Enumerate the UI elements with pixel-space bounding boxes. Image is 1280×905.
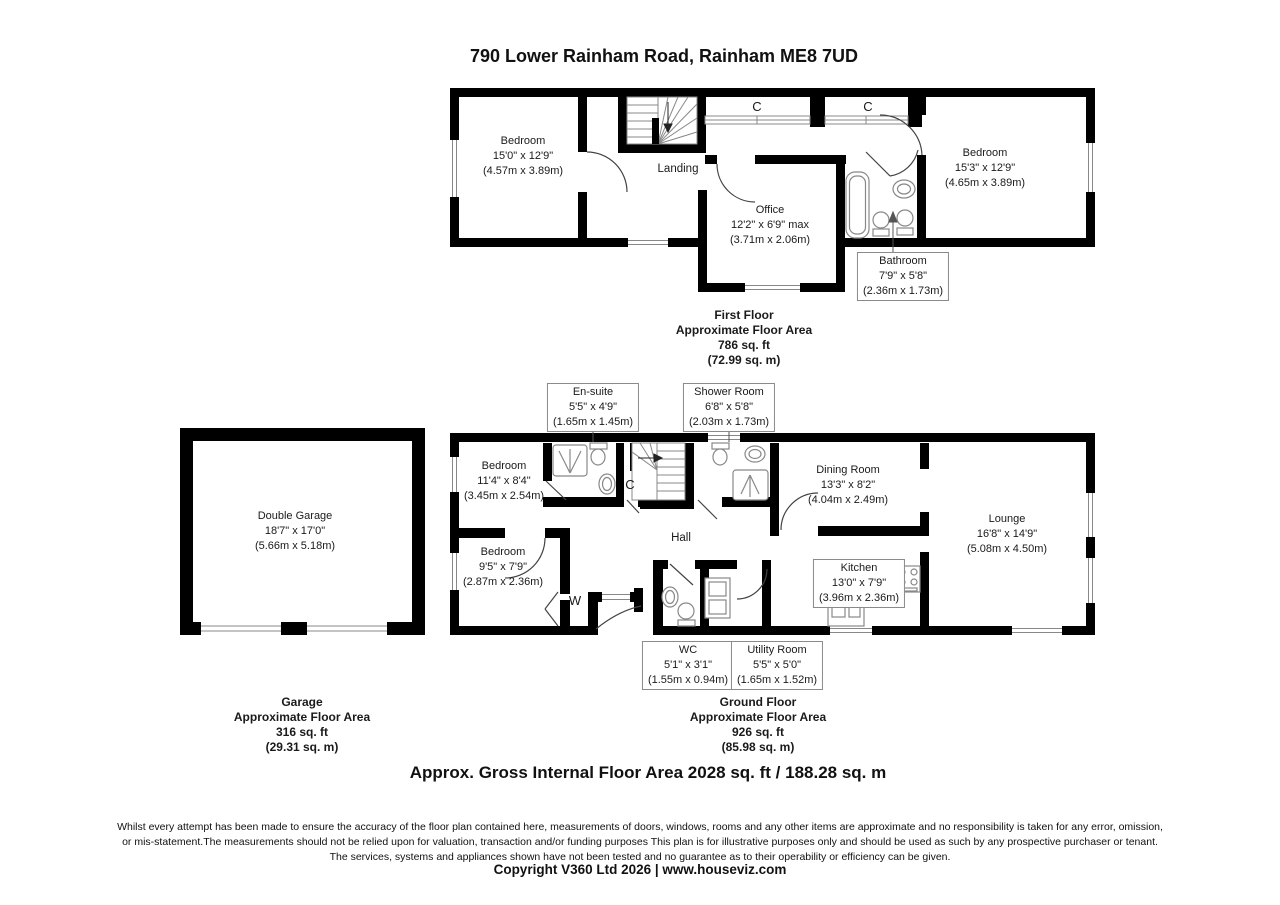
page-title: 790 Lower Rainham Road, Rainham ME8 7UD [469,46,859,66]
washer-icon [704,577,731,619]
room-label-landing: Landing [657,163,699,175]
sink-icon [892,179,916,199]
door-arcs-first-floor [586,114,923,203]
wardrobe-doors-icon [544,591,559,627]
room-label-shower-room: Shower Room 6'8" x 5'8" (2.03m x 1.73m) [682,383,776,432]
copyright-line: Copyright V360 Ltd 2026 | www.houseviz.c… [493,862,787,877]
door-arcs-ground-floor [504,480,819,630]
first-floor-summary: First Floor Approximate Floor Area 786 s… [675,308,813,367]
stairs-arrow-icon [638,453,664,463]
stairs-ground-floor-icon [631,442,686,501]
toilet-icon [711,442,730,466]
toilet-icon [872,211,890,237]
ground-floor-summary: Ground Floor Approximate Floor Area 926 … [689,695,827,754]
sink-icon [744,445,766,463]
bathroom-leader [888,210,898,252]
bath-icon [845,171,870,239]
cupboard-label-gf: C [625,477,635,492]
room-label-bedroom-right-ff: Bedroom 15'3" x 12'9" (4.65m x 3.89m) [944,147,1026,189]
sink-icon [598,473,616,495]
toilet-icon [677,602,696,627]
cupboard-label-right: C [863,99,873,114]
shower-icon [732,469,769,501]
garage-summary: Garage Approximate Floor Area 316 sq. ft… [233,695,371,754]
room-label-kitchen: Kitchen 13'0" x 7'9" (3.96m x 2.36m) [812,559,906,608]
gross-internal-area: Approx. Gross Internal Floor Area 2028 s… [409,763,887,782]
room-label-bedroom-top-gf: Bedroom 11'4" x 8'4" (3.45m x 2.54m) [463,460,545,502]
cupboard-doors-icon [704,115,909,125]
stairs-arrow-icon [663,102,673,134]
room-label-garage: Double Garage 18'7" x 17'0" (5.66m x 5.1… [254,510,336,552]
room-label-bedroom-bottom-gf: Bedroom 9'5" x 7'9" (2.87m x 2.36m) [462,546,544,588]
shower-icon [552,444,588,477]
toilet-icon [896,209,914,236]
first-floor-plan [450,88,1095,292]
room-label-en-suite: En-suite 5'5" x 4'9" (1.65m x 1.45m) [546,383,640,432]
room-label-bedroom-left-ff: Bedroom 15'0" x 12'9" (4.57m x 3.89m) [482,135,564,177]
room-label-wc: WC 5'1" x 3'1" (1.55m x 0.94m) [641,641,735,690]
cupboard-label-left: C [752,99,762,114]
room-label-hall: Hall [671,532,691,544]
wardrobe-label: W [568,593,582,608]
garage-door-icon [201,625,387,632]
room-label-office: Office 12'2" x 6'9" max (3.71m x 2.06m) [729,204,811,246]
toilet-icon [589,442,608,466]
stairs-first-floor-icon [626,96,698,145]
room-label-bathroom: Bathroom 7'9" x 5'8" (2.36m x 1.73m) [856,252,950,301]
disclaimer: Whilst every attempt has been made to en… [117,821,1163,863]
room-label-lounge: Lounge 16'8" x 14'9" (5.08m x 4.50m) [966,513,1048,555]
room-label-utility-room: Utility Room 5'5" x 5'0" (1.65m x 1.52m) [730,641,824,690]
garage-plan [180,428,425,635]
room-label-dining-room: Dining Room 13'3" x 8'2" (4.04m x 2.49m) [807,464,889,506]
sink-icon [661,586,679,608]
